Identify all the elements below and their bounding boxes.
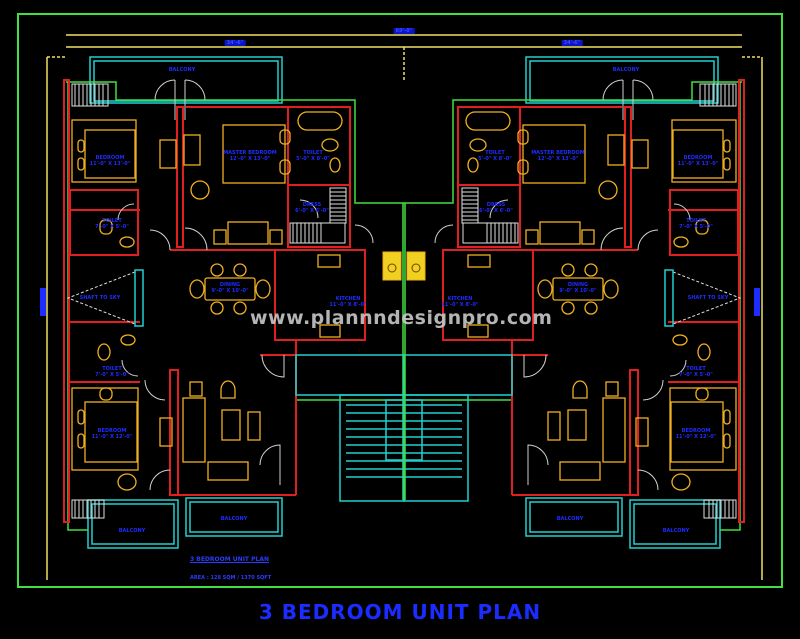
area-note: AREA : 128 SQM / 1370 SQFT: [190, 575, 272, 581]
dimension-lines: [46, 34, 763, 580]
room-label: BALCONY: [118, 528, 146, 534]
room-label: BALCONY: [612, 67, 640, 73]
unit-plan-subtitle: 3 BEDROOM UNIT PLAN: [190, 556, 269, 563]
left-unit-dimension: 34'-6": [224, 40, 246, 46]
room-label: BALCONY: [662, 528, 690, 534]
room-label: SHAFT TO SKY: [79, 295, 121, 301]
room-label: BALCONY: [168, 67, 196, 73]
right-unit-dimension: 34'-6": [561, 40, 583, 46]
watermark: www.plannndesignpro.com: [250, 307, 553, 329]
overall-dimension: 69'-0": [393, 28, 415, 34]
room-label: BALCONY: [220, 516, 248, 522]
drawing-title: 3 BEDROOM UNIT PLAN: [258, 600, 542, 624]
section-marker-left: [40, 288, 46, 316]
section-marker-right: [754, 288, 760, 316]
room-label: BALCONY: [556, 516, 584, 522]
room-label: SHAFT TO SKY: [687, 295, 729, 301]
